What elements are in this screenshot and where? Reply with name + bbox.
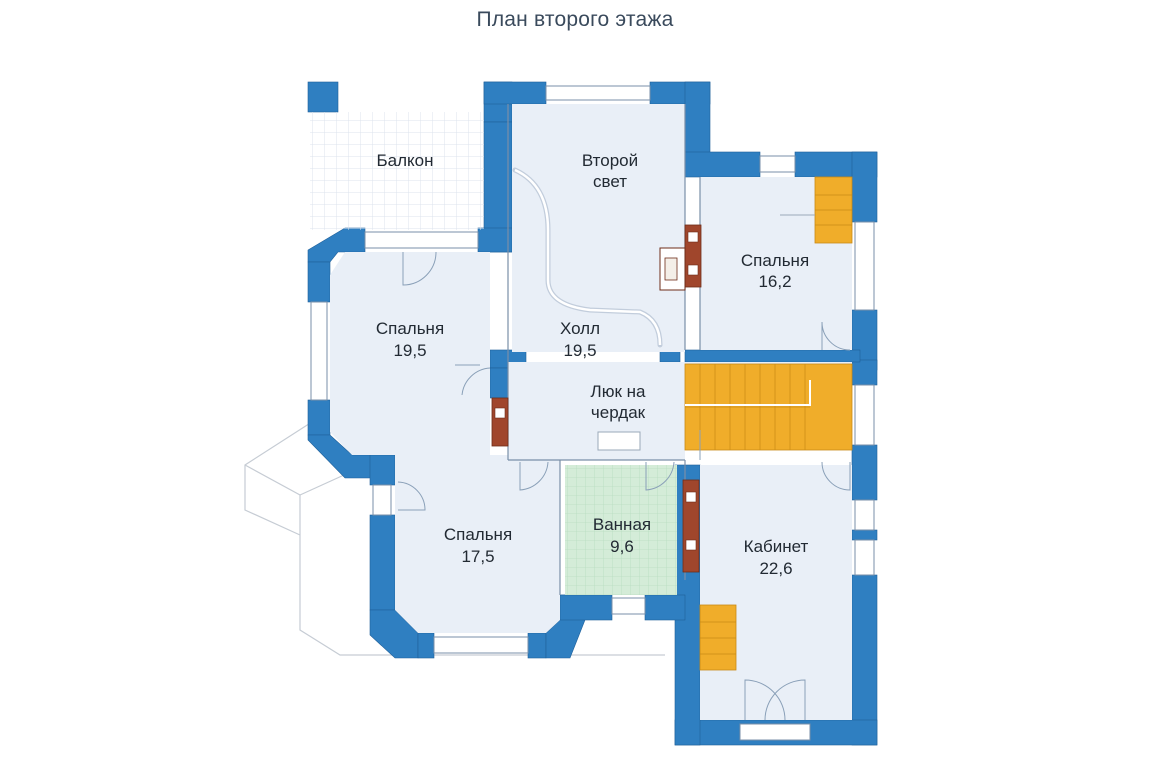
bedroom-ne-label: Спальня: [741, 251, 809, 270]
plan-title: План второго этажа: [476, 8, 674, 31]
doors: [397, 251, 851, 721]
study-stairs: [699, 604, 737, 671]
chimney-hall: [491, 397, 509, 447]
bedroom-sw-area: 17,5: [461, 547, 494, 566]
study-label: Кабинет: [744, 537, 809, 556]
room-labels: Балкон Второй свет Спальня 16,2 Спальня …: [376, 151, 809, 578]
bedroom-w-label: Спальня: [376, 319, 444, 338]
balcony-floor: [338, 112, 484, 230]
stairs: [684, 176, 853, 671]
attic-hatch-label-line2: чердак: [591, 403, 646, 422]
balcony-label: Балкон: [376, 151, 433, 170]
second-light-floor: [512, 104, 685, 352]
bathroom-label: Ванная: [593, 515, 651, 534]
study-floor: [700, 465, 852, 720]
attic-hatch-outline: [597, 431, 641, 451]
hall-area: 19,5: [563, 341, 596, 360]
windows: [310, 85, 875, 741]
room-floors: [310, 104, 852, 720]
bathroom-area: 9,6: [610, 537, 634, 556]
attic-hatch-label-line1: Люк на: [591, 382, 646, 401]
second-light-label-line1: Второй: [582, 151, 638, 170]
second-light-label-line2: свет: [593, 172, 627, 191]
bedroom-w-floor: [330, 252, 490, 455]
bedroom-sw-floor: [395, 455, 560, 633]
study-area: 22,6: [759, 559, 792, 578]
walls: [307, 81, 878, 746]
bedroom-w-area: 19,5: [393, 341, 426, 360]
hall-floor: [508, 362, 685, 460]
hall-label: Холл: [560, 319, 600, 338]
bedroom-sw-label: Спальня: [444, 525, 512, 544]
bedroom-ne-area: 16,2: [758, 272, 791, 291]
